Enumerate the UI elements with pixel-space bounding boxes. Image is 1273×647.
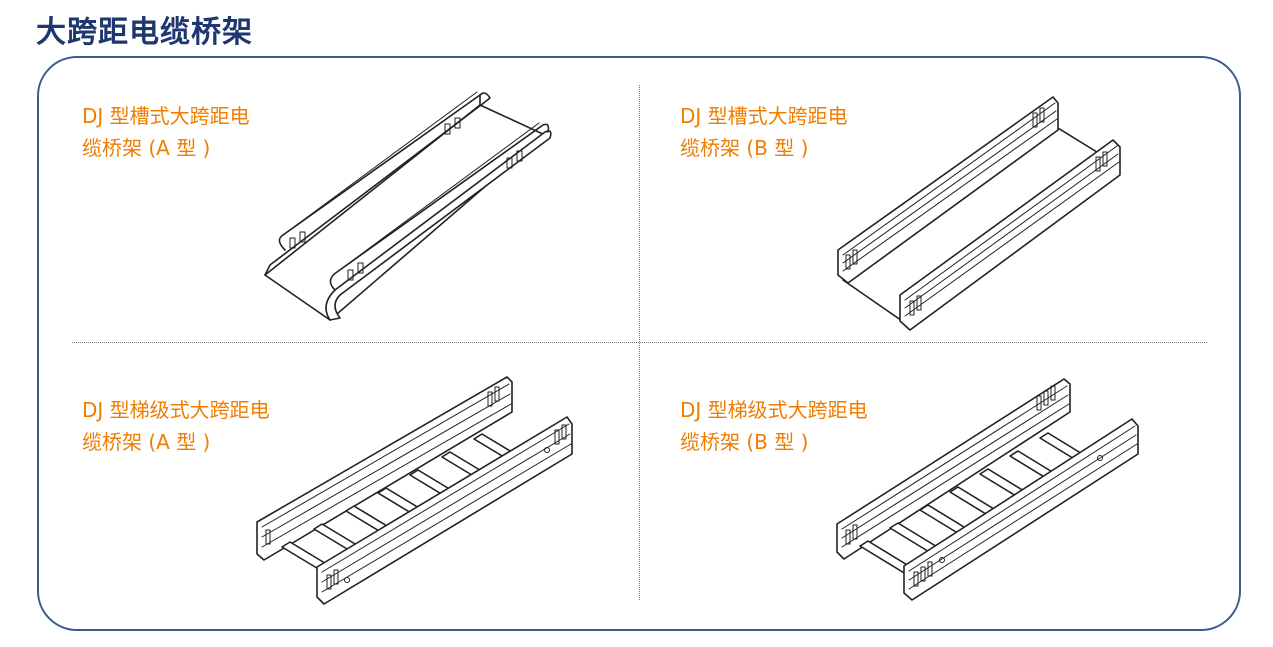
- item-label-line2: 缆桥架 (B 型 ): [680, 430, 809, 454]
- trough-tray-a-icon: [245, 90, 565, 330]
- horizontal-divider: [72, 342, 1207, 343]
- item-label-line1: DJ 型梯级式大跨距电: [680, 398, 868, 422]
- item-label-trough-b: DJ 型槽式大跨距电 缆桥架 (B 型 ): [680, 100, 848, 164]
- ladder-tray-a-icon: [252, 372, 573, 612]
- item-label-ladder-a: DJ 型梯级式大跨距电 缆桥架 (A 型 ): [82, 394, 270, 458]
- content-frame: [37, 56, 1241, 631]
- page-title: 大跨距电缆桥架: [36, 15, 253, 50]
- item-label-line1: DJ 型槽式大跨距电: [680, 104, 848, 128]
- item-label-line2: 缆桥架 (A 型 ): [82, 430, 211, 454]
- item-label-ladder-b: DJ 型梯级式大跨距电 缆桥架 (B 型 ): [680, 394, 868, 458]
- item-label-line1: DJ 型梯级式大跨距电: [82, 398, 270, 422]
- item-label-line2: 缆桥架 (A 型 ): [82, 136, 211, 160]
- item-label-line2: 缆桥架 (B 型 ): [680, 136, 809, 160]
- item-label-line1: DJ 型槽式大跨距电: [82, 104, 250, 128]
- item-label-trough-a: DJ 型槽式大跨距电 缆桥架 (A 型 ): [82, 100, 250, 164]
- trough-tray-b-icon: [828, 95, 1128, 335]
- ladder-tray-b-icon: [832, 374, 1142, 604]
